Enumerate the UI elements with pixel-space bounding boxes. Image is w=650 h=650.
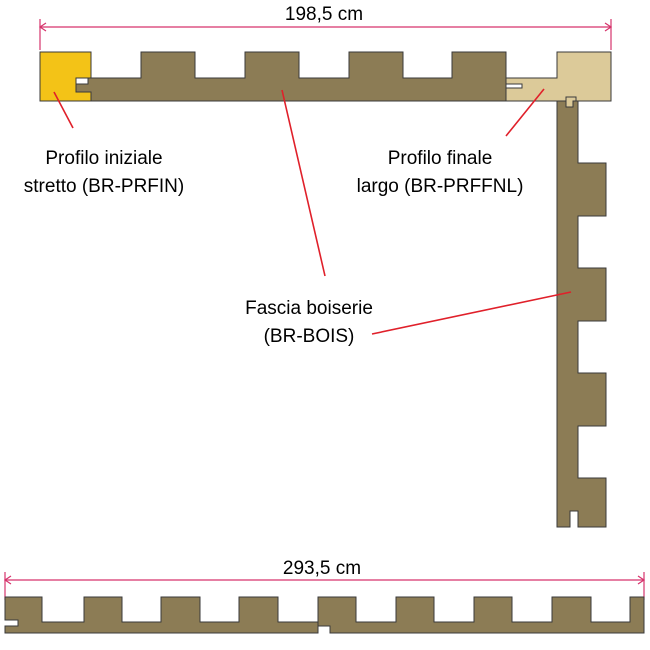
leader-panel-vertical [371,291,572,335]
label-panel-line2: (BR-BOIS) [264,326,355,347]
label-end-profile: Profilo finale largo (BR-PRFFNL) [357,148,524,197]
label-panel: Fascia boiserie (BR-BOIS) [245,298,373,347]
label-start-profile: Profilo iniziale stretto (BR-PRFIN) [24,148,184,197]
bottom-panel-strip-left [4,596,319,634]
bottom-panel-strip-right [317,596,645,634]
top-dimension: 198,5 cm [38,4,613,50]
bottom-dimension: 293,5 cm [3,558,646,600]
top-assembly [39,51,612,108]
leader-end-profile [505,88,545,137]
start-profile-narrow [39,51,92,102]
bottom-dimension-label: 293,5 cm [283,558,361,579]
leader-panel-top [281,89,326,277]
bottom-assembly [4,596,645,634]
vertical-assembly [556,100,607,528]
label-panel-line1: Fascia boiserie [245,298,373,319]
leader-start-profile [53,91,74,129]
leader-lines [53,88,572,335]
vertical-panel-strip [556,100,607,528]
label-start-profile-line1: Profilo iniziale [45,148,162,169]
label-end-profile-line1: Profilo finale [388,148,493,169]
top-dimension-label: 198,5 cm [285,4,363,25]
label-end-profile-line2: largo (BR-PRFFNL) [357,176,524,197]
top-panel-strip [75,51,523,102]
end-profile-wide [505,51,612,102]
label-start-profile-line2: stretto (BR-PRFIN) [24,176,184,197]
